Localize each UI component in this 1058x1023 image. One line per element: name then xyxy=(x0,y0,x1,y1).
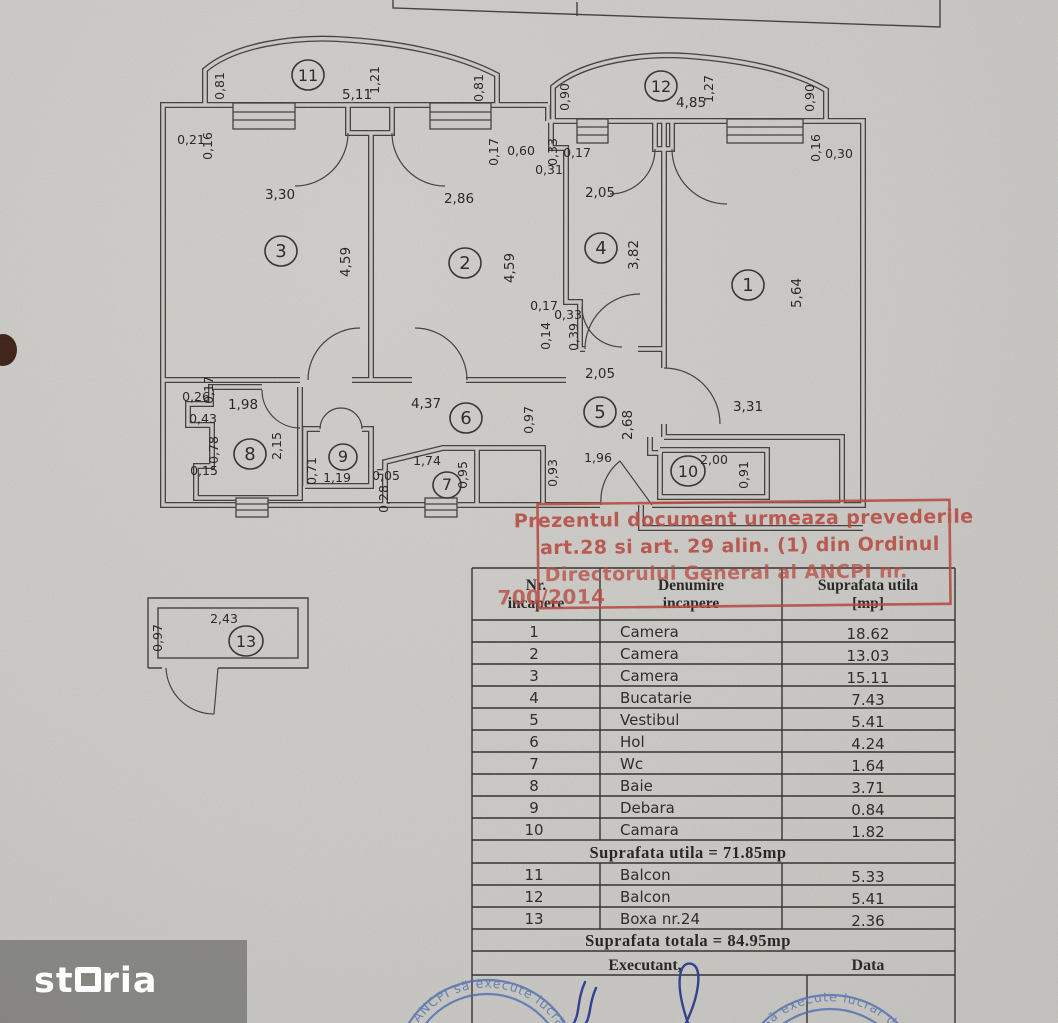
storia-logo-part1: st xyxy=(34,961,74,1001)
storia-logo-part2: ria xyxy=(101,961,158,1001)
storia-logo-square-o xyxy=(74,967,101,992)
